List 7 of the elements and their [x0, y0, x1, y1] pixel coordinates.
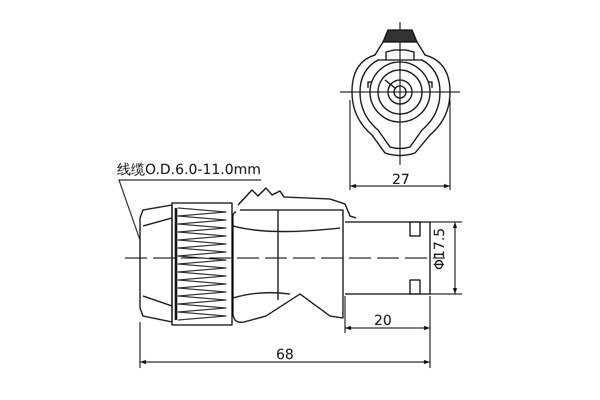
dimension-label: 20 [374, 313, 392, 329]
dimension-label: 68 [276, 347, 294, 363]
cable-spec-label: 线缆O.D.6.0-11.0mm [117, 162, 261, 178]
leader-line [118, 180, 262, 240]
dimension-label: Φ17.5 [432, 228, 448, 270]
connector-side-drawing [139, 187, 431, 326]
dimension-label: 27 [392, 172, 410, 188]
